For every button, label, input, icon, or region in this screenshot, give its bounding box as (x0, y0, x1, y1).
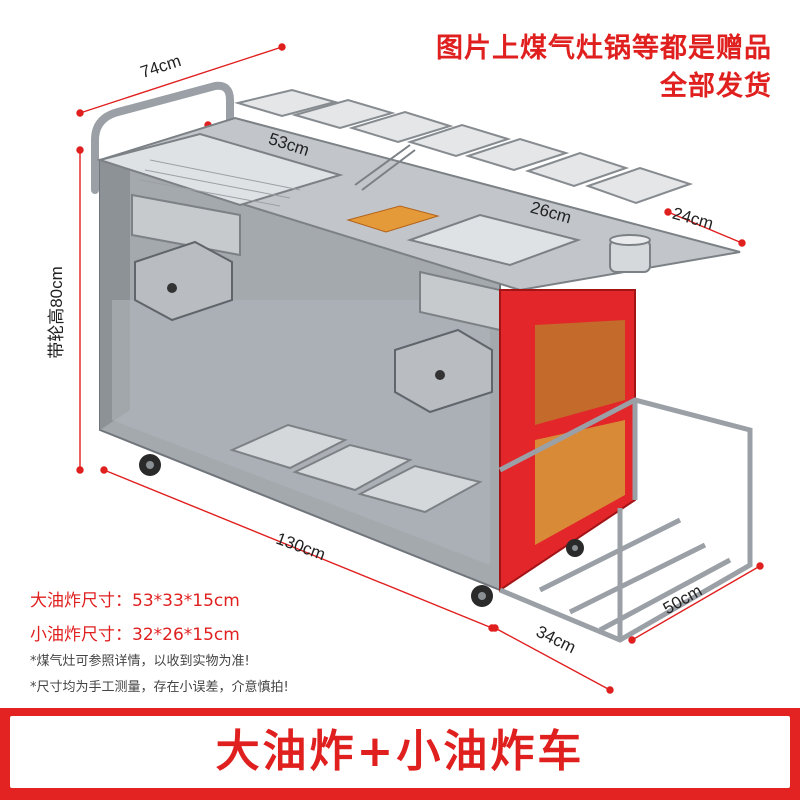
spec-large-fryer: 大油炸尺寸：53*33*15cm (30, 591, 240, 611)
title-banner-inner (10, 716, 790, 788)
gas-stoves (134, 240, 493, 414)
side-frame (498, 397, 753, 643)
small-fryer (406, 213, 582, 267)
product-title: 大油炸+小油炸车 (215, 726, 585, 777)
wheels (139, 454, 584, 607)
top-trays (234, 88, 694, 205)
promo-line-2: 全部发货 (660, 71, 772, 102)
note-measurement: *尺寸均为手工测量，存在小误差，介意慎拍! (30, 680, 289, 695)
promo-line-1: 图片上煤气灶锅等都是赠品 (436, 33, 772, 64)
promo-text: 图片上煤气灶锅等都是赠品 全部发货 (436, 30, 772, 106)
handle-bar (91, 81, 234, 194)
note-stove: *煤气灶可参照详情，以收到实物为准! (30, 654, 250, 669)
pot (609, 234, 651, 273)
bottom-trays (229, 423, 483, 514)
spec-small-fryer: 小油炸尺寸：32*26*15cm (30, 625, 240, 645)
dim-height: 带轮高80cm (46, 266, 66, 359)
